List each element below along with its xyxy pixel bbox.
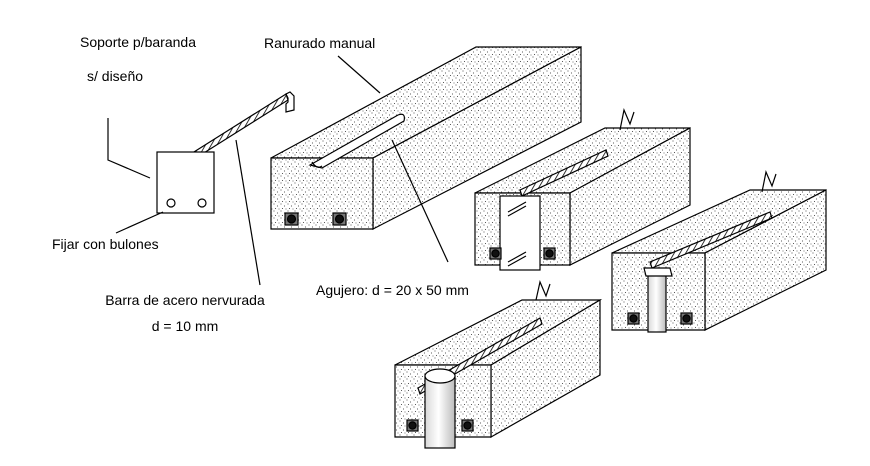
beam-pipe-post	[394, 280, 603, 449]
bracket-detail	[107, 91, 295, 286]
leader-fijar	[115, 211, 164, 234]
label-ranurado: Ranurado manual	[264, 35, 376, 51]
bolt-hole	[166, 198, 176, 208]
label-agujero: Agujero: d = 20 x 50 mm	[316, 282, 469, 298]
label-diametro: d = 10 mm	[151, 318, 219, 334]
leader-barra	[235, 139, 261, 286]
slotted-beam	[270, 45, 582, 263]
bolt-hole	[197, 198, 207, 208]
label-fijar: Fijar con bulones	[52, 236, 159, 252]
leader-agujero	[391, 139, 449, 263]
label-soporte: Soporte p/baranda	[80, 34, 196, 50]
beam-bolted-bracket	[474, 107, 691, 271]
label-barra: Barra de acero nervurada	[105, 292, 265, 308]
leader-soporte	[107, 118, 151, 179]
manual-slot	[308, 113, 405, 169]
label-diseno: s/ diseño	[87, 68, 144, 84]
beam-channel-bracket	[611, 169, 827, 333]
leader-ranurado	[337, 55, 381, 94]
